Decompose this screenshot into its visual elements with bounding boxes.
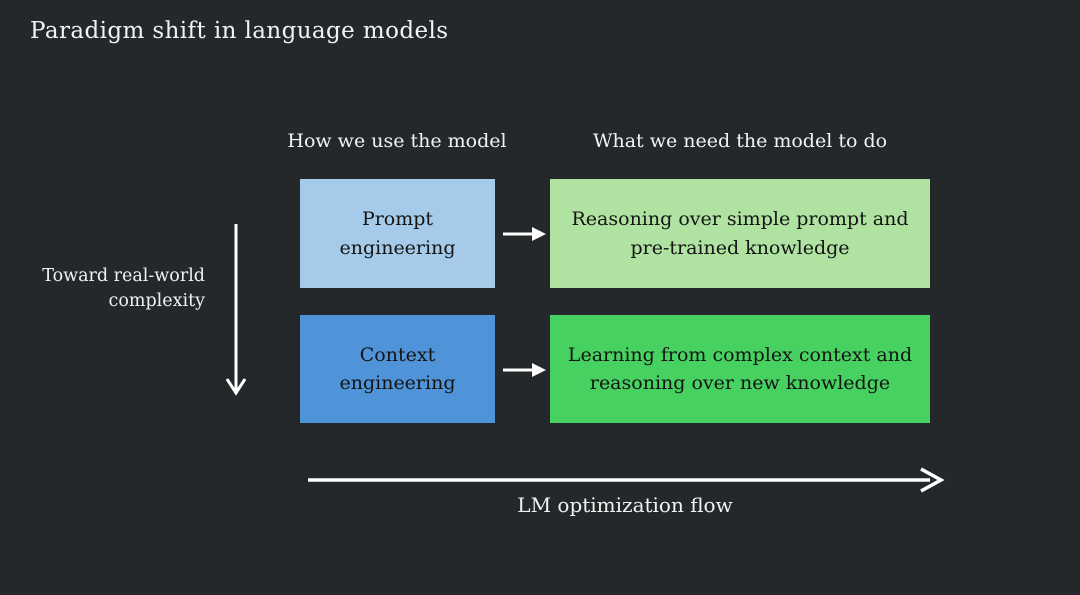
down-arrow-icon	[225, 224, 247, 396]
column-header-how-we-use: How we use the model	[287, 130, 507, 152]
right-arrow-icon	[308, 467, 945, 493]
right-arrow-icon	[503, 363, 546, 377]
box-reasoning-simple-prompt: Reasoning over simple prompt and pre-tra…	[550, 179, 930, 288]
column-header-what-we-need: What we need the model to do	[592, 130, 888, 152]
page-title: Paradigm shift in language models	[30, 18, 449, 44]
right-arrow-icon	[503, 227, 546, 241]
vertical-axis-label: Toward real-world complexity	[42, 266, 205, 312]
box-prompt-engineering: Prompt engineering	[300, 179, 495, 288]
box-learning-complex-context: Learning from complex context and reason…	[550, 315, 930, 423]
box-context-engineering: Context engineering	[300, 315, 495, 423]
horizontal-axis-label: LM optimization flow	[517, 493, 733, 517]
